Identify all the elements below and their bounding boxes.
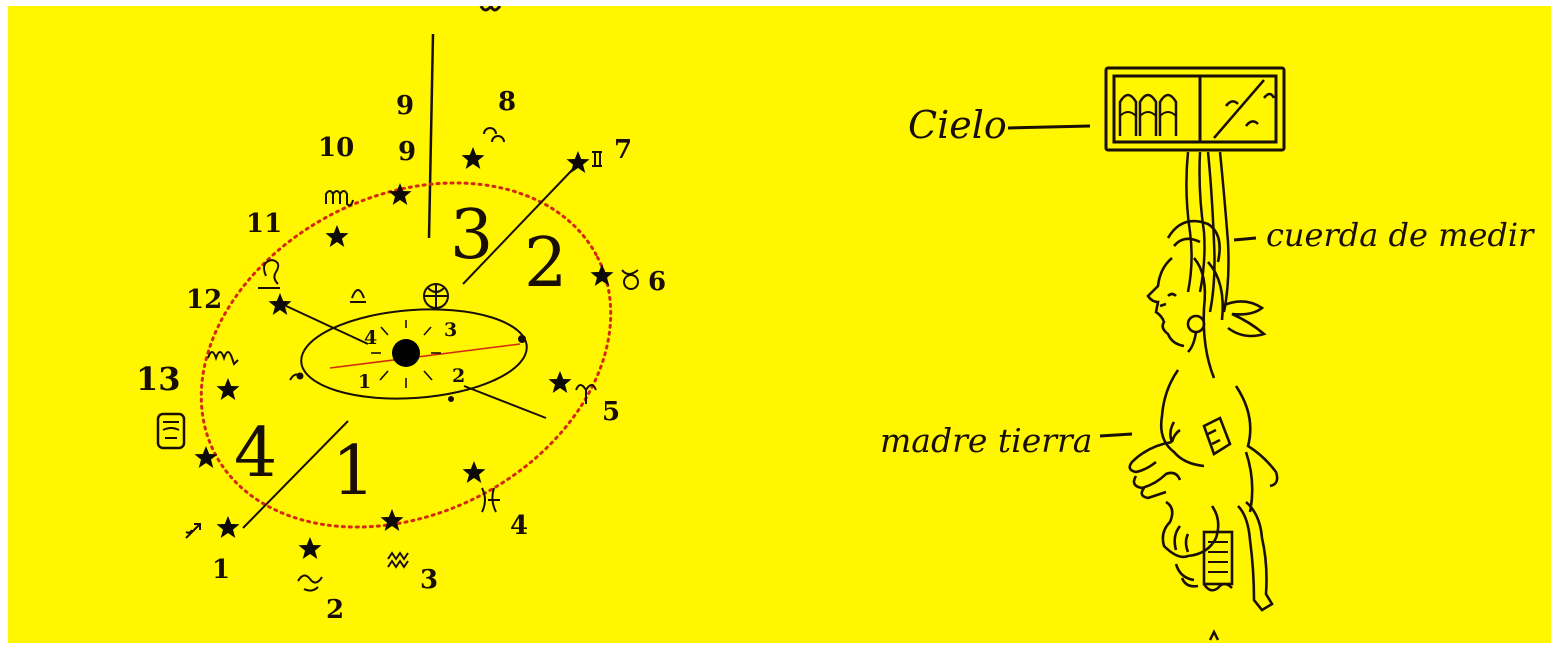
astronomical-diagram: 1 2 3 4 5 6 7 8 9 9 10 11 12 13 1 2 3 4 … bbox=[136, 6, 670, 625]
quadrant-number-1: 1 bbox=[332, 432, 375, 511]
label-cuerda-de-medir: cuerda de medir bbox=[1266, 216, 1535, 254]
earth-mother-figure bbox=[1130, 221, 1277, 610]
vertical-axis-line bbox=[429, 34, 433, 238]
leo-sign-icon bbox=[258, 260, 280, 288]
leader-line-earth bbox=[1100, 434, 1132, 436]
star-5 bbox=[549, 371, 572, 393]
sky-band-glyph bbox=[1106, 68, 1284, 150]
sun-icon bbox=[371, 320, 441, 388]
taurus-sign-icon bbox=[622, 270, 638, 289]
star-6 bbox=[591, 264, 614, 286]
outer-number-13: 13 bbox=[136, 360, 181, 398]
star-8 bbox=[462, 147, 485, 169]
red-axis-line bbox=[330, 344, 520, 368]
cancer-sign-icon bbox=[484, 128, 504, 142]
inner-number-2: 2 bbox=[452, 365, 465, 387]
inner-top-sign-icon bbox=[350, 290, 366, 302]
glyph-box-13 bbox=[158, 414, 184, 448]
drawing-canvas: 1 2 3 4 5 6 7 8 9 9 10 11 12 13 1 2 3 4 … bbox=[8, 6, 1551, 643]
star-2 bbox=[299, 537, 322, 559]
outer-number-9-top: 9 bbox=[396, 91, 414, 121]
star-10 bbox=[326, 225, 349, 247]
star-1 bbox=[217, 516, 240, 538]
inner-point-bottom bbox=[448, 396, 454, 402]
outer-number-6: 6 bbox=[648, 267, 666, 297]
outer-number-12: 12 bbox=[186, 285, 222, 315]
outer-number-11: 11 bbox=[246, 209, 282, 239]
star-11 bbox=[269, 293, 292, 315]
star-4 bbox=[463, 461, 486, 483]
outer-number-1: 1 bbox=[212, 555, 230, 585]
top-cropped-glyph bbox=[481, 6, 500, 10]
inner-point-right bbox=[518, 335, 526, 343]
measuring-cord bbox=[1186, 152, 1228, 312]
leader-line-sky bbox=[1008, 126, 1090, 128]
codex-illustration: Cielo cuerda de medir madre tierra bbox=[880, 68, 1535, 640]
label-cielo: Cielo bbox=[908, 103, 1007, 147]
outer-number-4: 4 bbox=[510, 511, 528, 541]
bottom-cropped-mark bbox=[1210, 632, 1218, 640]
quadrant-number-2: 2 bbox=[524, 224, 567, 303]
inner-number-4: 4 bbox=[364, 327, 377, 349]
outer-number-3: 3 bbox=[420, 565, 438, 595]
outer-number-2: 2 bbox=[326, 595, 344, 625]
quadrant-number-4: 4 bbox=[234, 414, 277, 493]
star-12 bbox=[217, 378, 240, 400]
sagittarius-sign-icon bbox=[186, 524, 200, 538]
inner-number-1: 1 bbox=[358, 371, 371, 393]
outer-number-9-lower: 9 bbox=[398, 137, 416, 167]
outer-number-5: 5 bbox=[602, 397, 620, 427]
gemini-sign-icon bbox=[592, 152, 602, 166]
label-madre-tierra: madre tierra bbox=[880, 421, 1092, 460]
scorpio-sign-icon bbox=[208, 352, 238, 364]
inner-number-3: 3 bbox=[444, 319, 457, 341]
star-7 bbox=[567, 151, 590, 173]
quadrant-line-se bbox=[464, 386, 546, 418]
earth-symbol-icon bbox=[424, 284, 448, 308]
aquarius-sign-icon bbox=[388, 553, 408, 567]
capricorn-sign-icon bbox=[298, 575, 322, 590]
star-3 bbox=[381, 509, 404, 531]
star-13 bbox=[195, 446, 218, 468]
virgo-sign-icon bbox=[326, 191, 353, 205]
quadrant-line-nw bbox=[284, 305, 368, 344]
star-9 bbox=[389, 183, 412, 205]
quadrant-number-3: 3 bbox=[450, 196, 493, 275]
leader-line-rope bbox=[1234, 238, 1256, 240]
outer-number-7: 7 bbox=[614, 135, 632, 165]
outer-number-10: 10 bbox=[318, 133, 354, 163]
outer-number-8: 8 bbox=[498, 87, 516, 117]
